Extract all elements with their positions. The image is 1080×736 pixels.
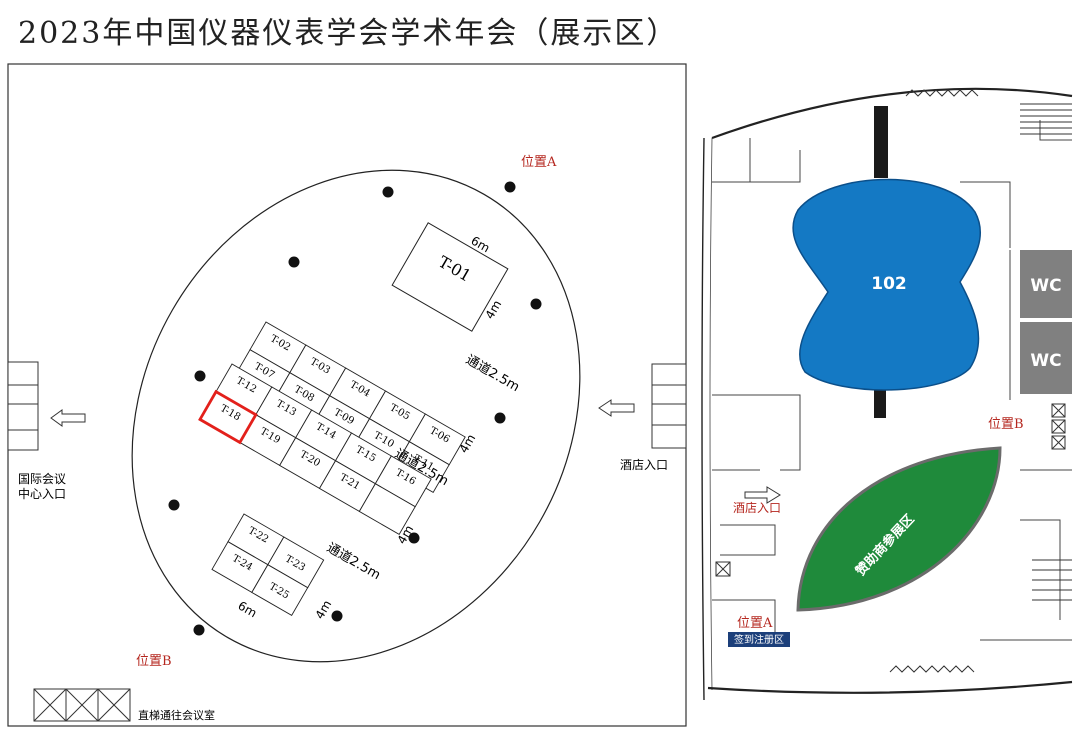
pillars <box>168 181 542 636</box>
pillar <box>408 532 420 544</box>
intl-center-door <box>7 361 39 451</box>
right-map: 102 WC WC 赞助商参展区 位置B 位置A 酒店入口 签到注册区 <box>701 87 1073 701</box>
elevator-icon <box>33 688 131 722</box>
intl-entrance-label-line1: 国际会议 <box>18 472 66 486</box>
arrow-left-icon <box>50 409 86 427</box>
wc-2-label: WC <box>1030 351 1061 371</box>
pillar <box>331 610 343 622</box>
pillar <box>530 298 542 310</box>
south-wall <box>707 680 1073 694</box>
row-3-width-label: 6m <box>236 598 260 620</box>
wc-1-label: WC <box>1030 276 1061 296</box>
aisle-label-1: 通道2.5m <box>463 352 522 395</box>
elevator-icon <box>715 403 1066 577</box>
booth-t01: T-01 <box>391 222 509 332</box>
booth-row-2-top: T-12 T-13 T-14 T-15 T-16 <box>215 363 432 508</box>
booth-row-3: T-22 T-23 T-24 T-25 <box>211 513 325 617</box>
aisle-label-3: 通道2.5m <box>324 540 383 583</box>
pillar <box>494 412 506 424</box>
pillar <box>504 181 516 193</box>
stairs <box>1020 103 1072 601</box>
pillar <box>194 370 206 382</box>
booth-row-1-top: T-02 T-03 T-04 T-05 T-06 <box>249 321 466 466</box>
booth-row-1: T-02 T-03 T-04 T-05 T-06 T-07 T-08 T-09 … <box>233 321 466 494</box>
position-b-label: 位置B <box>136 654 172 669</box>
wc-2 <box>1020 322 1072 394</box>
arrow-right-icon <box>744 486 781 504</box>
booth-row-2: T-12 T-13 T-14 T-15 T-16 T-19 T-20 T-21 … <box>198 363 432 536</box>
registration-label: 签到注册区 <box>734 633 784 646</box>
booth-row-1-bottom: T-07 T-08 T-09 T-10 T-11 <box>233 349 450 494</box>
right-hotel-entrance-label: 酒店入口 <box>733 501 781 515</box>
sponsor-area[interactable] <box>796 446 1002 612</box>
arrow-left-icon <box>598 399 635 417</box>
exhibition-oval <box>131 169 581 663</box>
booth-row-2-bottom: T-19 T-20 T-21 T-18 <box>198 389 416 536</box>
pillar <box>193 624 205 636</box>
left-map: T-01 6m 4m T-02 T-03 T-04 T-05 T-06 T-07… <box>7 63 687 727</box>
highlighted-booth-t18 <box>198 389 258 445</box>
elevator-label: 直梯通往会议室 <box>138 708 215 722</box>
hall-102-label: 102 <box>871 274 907 294</box>
row-3-depth-label: 4m <box>312 598 334 622</box>
right-position-b-label: 位置B <box>988 417 1024 432</box>
pillar <box>168 499 180 511</box>
registration-badge <box>728 632 790 647</box>
wc-1 <box>1020 250 1072 318</box>
intl-entrance-label-line2: 中心入口 <box>18 486 66 501</box>
north-wall <box>711 87 1073 140</box>
position-a-label: 位置A <box>521 155 557 170</box>
pillar <box>288 256 300 268</box>
page-title: 2023年中国仪器仪表学会学术年会（展示区） <box>18 16 679 51</box>
hotel-entrance-label: 酒店入口 <box>620 458 668 472</box>
hall-102[interactable] <box>792 178 982 391</box>
west-wall <box>701 137 705 701</box>
hotel-door <box>651 363 687 449</box>
right-position-a-label: 位置A <box>737 616 773 631</box>
stage-column <box>874 388 886 418</box>
stage-column <box>874 106 888 178</box>
pillar <box>382 186 394 198</box>
